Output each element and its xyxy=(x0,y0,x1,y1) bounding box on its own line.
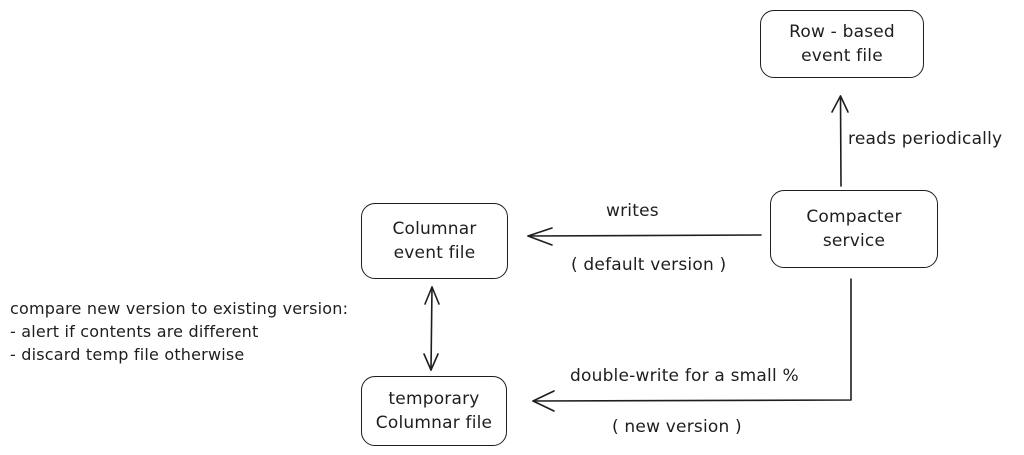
temp-label-line-1: temporary xyxy=(388,389,480,409)
compacter-label-line-1: Compacter xyxy=(806,207,902,227)
reads-periodically-label: reads periodically xyxy=(848,129,1003,149)
temporary-columnar-file-node: temporary Columnar file xyxy=(361,376,507,446)
row-file-label-line-1: Row - based xyxy=(789,22,895,42)
columnar-event-file-node: Columnar event file xyxy=(361,203,508,279)
arrow-columnar-temp-bidirectional xyxy=(423,286,440,371)
double-write-label: double-write for a small % xyxy=(570,366,799,386)
arrow-compacter-to-temp xyxy=(532,278,852,412)
comparison-note: compare new version to existing version:… xyxy=(10,297,348,366)
compacter-service-node: Compacter service xyxy=(770,190,938,268)
arrow-compacter-to-columnar xyxy=(527,227,762,246)
arrow-compacter-to-rowfile xyxy=(831,95,849,187)
note-title: compare new version to existing version: xyxy=(10,299,349,318)
note-line-discard: - discard temp file otherwise xyxy=(10,345,245,364)
compacter-label-line-2: service xyxy=(822,231,886,251)
writes-label: writes xyxy=(606,201,659,221)
columnar-label-line-1: Columnar xyxy=(392,219,477,239)
default-version-label: ( default version ) xyxy=(571,255,727,275)
columnar-label-line-2: event file xyxy=(393,243,476,263)
row-based-event-file-node: Row - based event file xyxy=(760,10,924,78)
temp-label-line-2: Columnar file xyxy=(375,413,493,433)
new-version-label: ( new version ) xyxy=(612,417,742,437)
note-line-alert: - alert if contents are different xyxy=(10,322,259,341)
row-file-label-line-2: event file xyxy=(801,46,883,66)
